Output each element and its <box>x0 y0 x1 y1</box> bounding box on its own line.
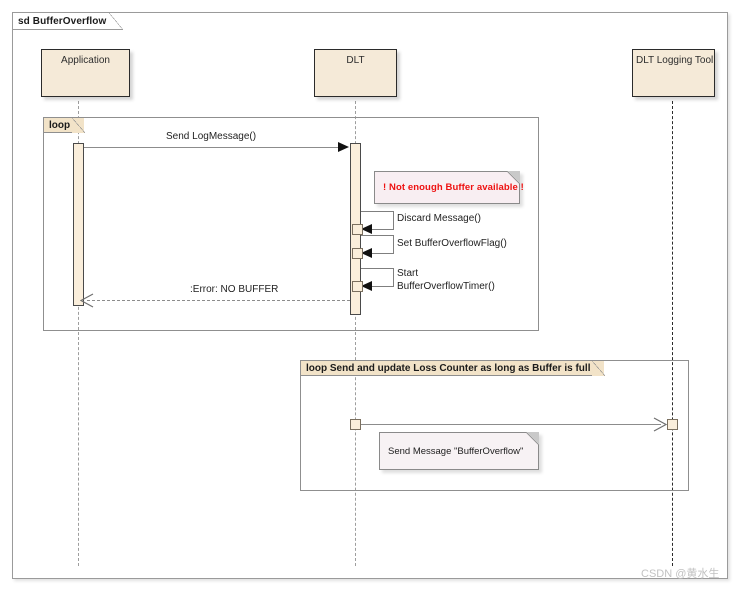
self-message-bottom-starttimer <box>372 286 394 287</box>
diagram-frame-tab: sd BufferOverflow <box>13 13 124 30</box>
message-label-start-timer-line1: Start <box>397 268 419 279</box>
self-message-arrowhead-setflag <box>361 248 372 258</box>
self-message-bottom-setflag <box>372 253 394 254</box>
sequence-diagram-frame: sd BufferOverflow <box>12 12 728 579</box>
lifeline-label-dlt: DLT <box>346 55 365 66</box>
activation-small-setflag <box>352 248 363 259</box>
lifeline-dlt <box>355 101 356 566</box>
lifeline-header-application[interactable]: Application <box>41 49 130 97</box>
note-fold-corner-icon <box>507 171 520 184</box>
message-label-send-logmessage: Send LogMessage() <box>166 131 257 142</box>
diagram-frame-label: sd BufferOverflow <box>13 13 124 30</box>
message-label-set-bufferoverflowflag: Set BufferOverflowFlag() <box>397 238 507 249</box>
activation-small-discard <box>352 224 363 235</box>
activation-small-logging-tool-receive <box>667 419 678 430</box>
lifeline-header-dlt[interactable]: DLT <box>314 49 397 97</box>
activation-small-starttimer <box>352 281 363 292</box>
message-label-start-timer-line2: BufferOverflowTimer() <box>397 281 495 292</box>
self-message-side-discard <box>393 211 394 229</box>
lifeline-dlt-logging-tool <box>672 101 673 566</box>
self-message-arrowhead-discard <box>361 224 372 234</box>
self-message-bottom-discard <box>372 229 394 230</box>
self-message-arrowhead-starttimer <box>361 281 372 291</box>
lifeline-label-dlt-logging-tool: DLT Logging Tool <box>636 55 714 66</box>
message-label-discard-message: Discard Message() <box>397 213 481 224</box>
message-line-error-no-buffer <box>87 300 350 301</box>
activation-application <box>73 143 84 306</box>
note-text-not-enough-buffer: ! Not enough Buffer available ! <box>383 182 524 193</box>
fragment-loop-1-label: loop <box>44 118 86 133</box>
watermark: CSDN @黄水生 <box>641 568 720 580</box>
lifeline-label-application: Application <box>61 55 110 66</box>
fragment-loop-2-label: loop Send and update Loss Counter as lon… <box>301 361 606 376</box>
message-label-error-no-buffer: :Error: NO BUFFER <box>190 284 279 295</box>
message-arrowhead-send-bufferoverflow <box>653 417 667 432</box>
note-text-send-message-bufferoverflow: Send Message "BufferOverflow" <box>388 445 524 457</box>
lifeline-application <box>78 101 79 566</box>
self-message-side-setflag <box>393 235 394 253</box>
message-line-send-logmessage <box>84 147 338 148</box>
self-message-top-discard <box>361 211 394 212</box>
note-not-enough-buffer: ! Not enough Buffer available ! <box>374 171 524 204</box>
fragment-loop-1: loop <box>43 117 539 331</box>
message-arrowhead-send-logmessage <box>338 142 349 152</box>
self-message-top-starttimer <box>361 268 394 269</box>
fragment-loop-2: loop Send and update Loss Counter as lon… <box>300 360 689 491</box>
activation-small-dlt-send <box>350 419 361 430</box>
self-message-side-starttimer <box>393 268 394 286</box>
message-arrowhead-error-no-buffer <box>80 293 94 308</box>
note-fold-corner-icon-2 <box>526 432 539 445</box>
self-message-top-setflag <box>361 235 394 236</box>
lifeline-header-dlt-logging-tool[interactable]: DLT Logging Tool <box>632 49 715 97</box>
message-line-send-bufferoverflow <box>361 424 661 425</box>
note-send-message-bufferoverflow: Send Message "BufferOverflow" <box>379 432 539 470</box>
